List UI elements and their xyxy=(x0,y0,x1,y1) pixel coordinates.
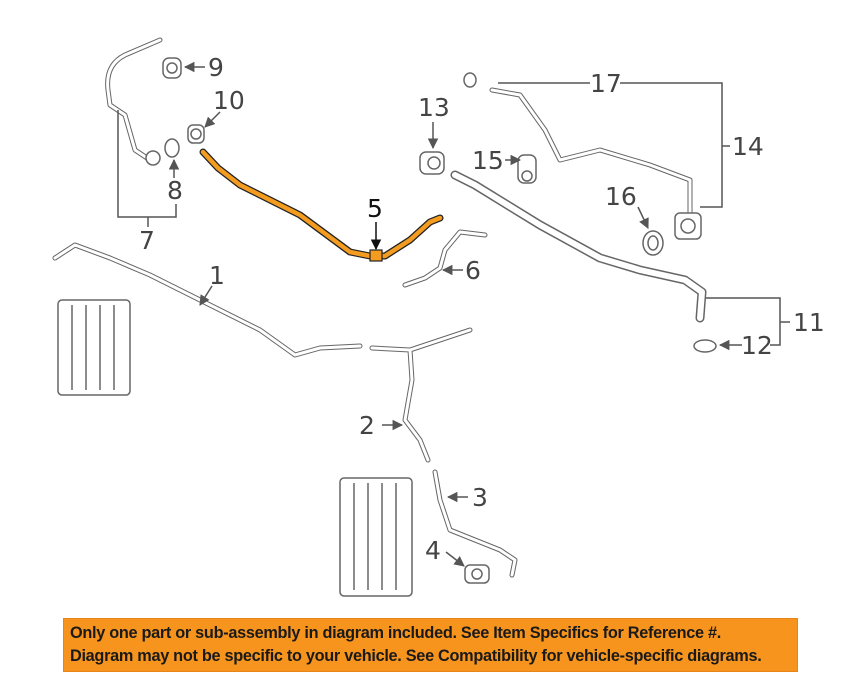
pipe-5-highlighted xyxy=(199,148,444,262)
leader-lines xyxy=(117,61,790,567)
callout-2: 2 xyxy=(359,411,375,440)
pipe-3 xyxy=(432,469,518,578)
callout-6: 6 xyxy=(465,256,481,285)
callout-1: 1 xyxy=(209,261,225,290)
callout-10: 10 xyxy=(213,86,245,115)
radiator-lower xyxy=(339,477,413,597)
radiator-upper xyxy=(57,299,131,396)
part-4 xyxy=(464,564,490,584)
pipe-2 xyxy=(369,327,473,463)
pipe-14 xyxy=(463,72,702,240)
callout-16: 16 xyxy=(605,182,637,211)
part-13 xyxy=(419,151,445,175)
part-15 xyxy=(517,154,537,184)
callout-3: 3 xyxy=(472,483,488,512)
pipe-11 xyxy=(450,170,717,353)
callout-13: 13 xyxy=(418,93,450,122)
part-9 xyxy=(162,57,182,79)
callout-5: 5 xyxy=(367,194,383,223)
part-16 xyxy=(642,230,664,256)
callout-14: 14 xyxy=(732,132,764,161)
parts-diagram: 9 10 8 7 13 15 16 17 14 11 12 5 6 1 2 3 … xyxy=(52,37,825,597)
disclaimer-line-1: Only one part or sub-assembly in diagram… xyxy=(70,624,721,642)
callout-17: 17 xyxy=(590,69,622,98)
part-10 xyxy=(187,124,205,144)
callout-8: 8 xyxy=(167,176,183,205)
callout-11: 11 xyxy=(793,308,825,337)
disclaimer-line-2: Diagram may not be specific to your vehi… xyxy=(70,647,762,665)
part-8 xyxy=(164,138,180,158)
callout-9: 9 xyxy=(208,53,224,82)
callout-7: 7 xyxy=(139,226,155,255)
callout-12: 12 xyxy=(741,331,773,360)
disclaimer-banner: Only one part or sub-assembly in diagram… xyxy=(63,618,798,672)
callout-15: 15 xyxy=(472,146,504,175)
pipe-6 xyxy=(402,229,488,288)
pipe-7 xyxy=(105,37,163,166)
callout-4: 4 xyxy=(425,536,441,565)
